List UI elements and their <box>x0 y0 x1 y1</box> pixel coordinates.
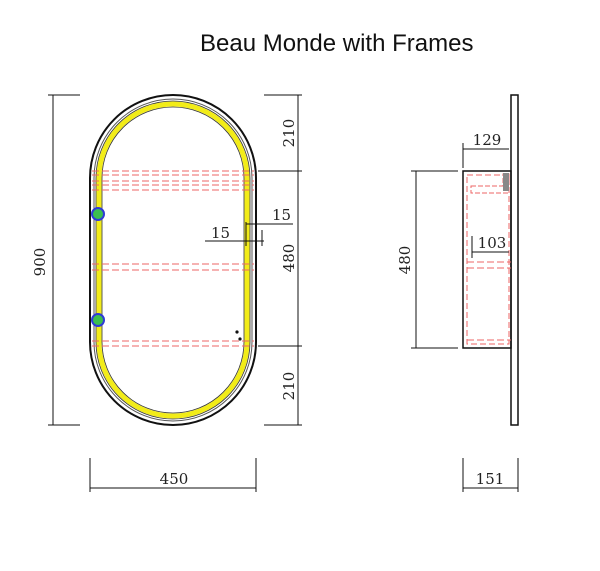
overall-height-label: 900 <box>31 248 49 277</box>
front-shelf-lines <box>92 170 254 347</box>
side-view: 129 103 480 151 <box>396 94 519 492</box>
front-view: 15 15 900 210 480 210 <box>31 94 302 492</box>
top-segment-label: 210 <box>280 119 298 148</box>
mirror-frame-inner-edge <box>93 98 253 422</box>
hinge-lower <box>91 313 105 327</box>
middle-segment-label: 480 <box>280 244 298 273</box>
overall-width-label: 450 <box>160 470 189 488</box>
cabinet-depth-label: 129 <box>473 131 502 149</box>
shelf-depth-dimension <box>471 236 509 258</box>
overall-depth-dimension <box>462 458 519 492</box>
side-top-block <box>503 173 509 191</box>
mirror-outer-frame <box>89 94 257 426</box>
inner-dimension-lines <box>205 222 293 246</box>
inner-dim-label-a: 15 <box>272 206 291 224</box>
side-cabinet-inner <box>466 174 510 345</box>
led-strip-inner-outline <box>101 106 245 414</box>
cabinet-height-dimension <box>411 170 458 349</box>
sensor-dot <box>235 330 239 334</box>
led-strip-outline <box>95 100 251 420</box>
shelf-depth-label: 103 <box>478 234 507 252</box>
side-cabinet-box <box>462 170 512 349</box>
segment-dimensions <box>258 94 302 426</box>
side-mirror-panel <box>510 94 519 426</box>
cabinet-height-label: 480 <box>396 246 414 275</box>
bottom-segment-label: 210 <box>280 372 298 401</box>
hinge-upper <box>91 207 105 221</box>
height-dimension <box>48 94 80 426</box>
cabinet-depth-dimension <box>462 143 509 168</box>
drawing-title: Beau Monde with Frames <box>200 30 474 57</box>
inner-dim-label-b: 15 <box>211 224 230 242</box>
led-strip <box>96 101 250 419</box>
sensor-dot <box>238 337 242 341</box>
overall-depth-label: 151 <box>476 470 505 488</box>
width-dimension <box>89 458 257 492</box>
